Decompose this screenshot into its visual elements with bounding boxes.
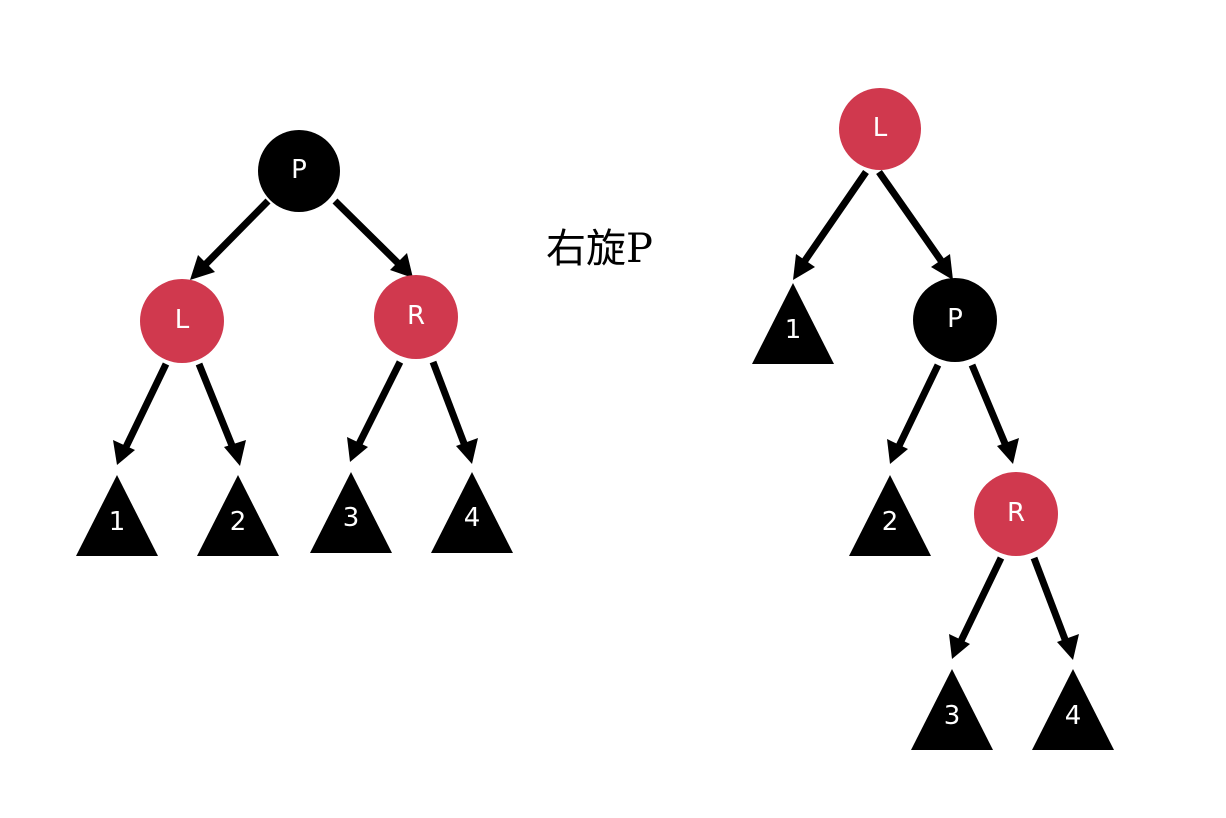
after-leaf-4-label: 4 [1065, 701, 1082, 731]
after-node-l: L [839, 88, 921, 170]
after-leaf-4: 4 [1032, 669, 1114, 750]
after-leaf-2-label: 2 [882, 507, 899, 537]
before-edge-p-l [193, 198, 271, 277]
before-node-p: P [258, 130, 340, 212]
after-leaf-3-label: 3 [944, 701, 961, 731]
after-leaf-1-label: 1 [785, 315, 802, 345]
operation-label: 右旋P [546, 226, 653, 272]
before-edges [113, 198, 478, 466]
before-edge-l-t1 [122, 362, 170, 449]
before-arrow-l-t2 [224, 440, 246, 466]
after-tree: L P R 1 2 3 4 [752, 88, 1114, 750]
before-leaf-2: 2 [197, 475, 279, 556]
before-node-r-label: R [407, 301, 425, 331]
after-edge-p-r [968, 363, 1010, 448]
before-arrow-r-t4 [456, 438, 478, 464]
before-leaf-1: 1 [76, 475, 158, 556]
before-leaf-4-label: 4 [464, 503, 481, 533]
before-edge-p-r [332, 198, 408, 273]
after-arrow-l-p [931, 254, 953, 280]
before-node-l: L [140, 279, 224, 363]
after-arrow-l-t1 [793, 254, 815, 280]
after-arrow-p-t2 [887, 439, 908, 464]
before-leaf-4: 4 [431, 472, 513, 553]
after-leaf-2: 2 [849, 475, 931, 556]
before-leaf-3-label: 3 [343, 503, 360, 533]
after-arrow-r-t3 [949, 634, 970, 659]
after-edge-l-p [876, 169, 945, 265]
before-edge-l-t2 [195, 362, 237, 450]
before-node-p-label: P [291, 155, 307, 185]
before-leaf-1-label: 1 [109, 507, 126, 537]
after-node-p: P [913, 278, 997, 362]
before-node-l-label: L [175, 305, 190, 335]
before-arrow-r-t3 [347, 437, 368, 462]
before-tree: P L R 1 2 3 4 [76, 130, 513, 556]
after-node-r-label: R [1007, 498, 1025, 528]
after-arrow-p-r [997, 438, 1019, 464]
after-node-p-label: P [947, 304, 963, 334]
after-arrow-r-t4 [1057, 634, 1079, 660]
before-arrow-p-l [190, 255, 215, 280]
after-edge-r-t4 [1030, 556, 1070, 644]
after-leaf-1: 1 [752, 283, 834, 364]
before-arrow-p-r [390, 253, 413, 278]
after-edge-p-t2 [895, 363, 942, 448]
before-edge-r-t4 [429, 360, 469, 448]
after-edge-l-t1 [801, 170, 869, 264]
before-edge-r-t3 [355, 360, 404, 446]
before-arrow-l-t1 [113, 440, 135, 465]
after-edge-r-t3 [957, 556, 1005, 643]
after-edges [793, 169, 1079, 660]
after-node-l-label: L [873, 113, 888, 143]
before-leaf-2-label: 2 [230, 507, 247, 537]
after-leaf-3: 3 [911, 669, 993, 750]
before-node-r: R [374, 275, 458, 359]
before-leaf-3: 3 [310, 472, 392, 553]
after-node-r: R [974, 472, 1058, 556]
